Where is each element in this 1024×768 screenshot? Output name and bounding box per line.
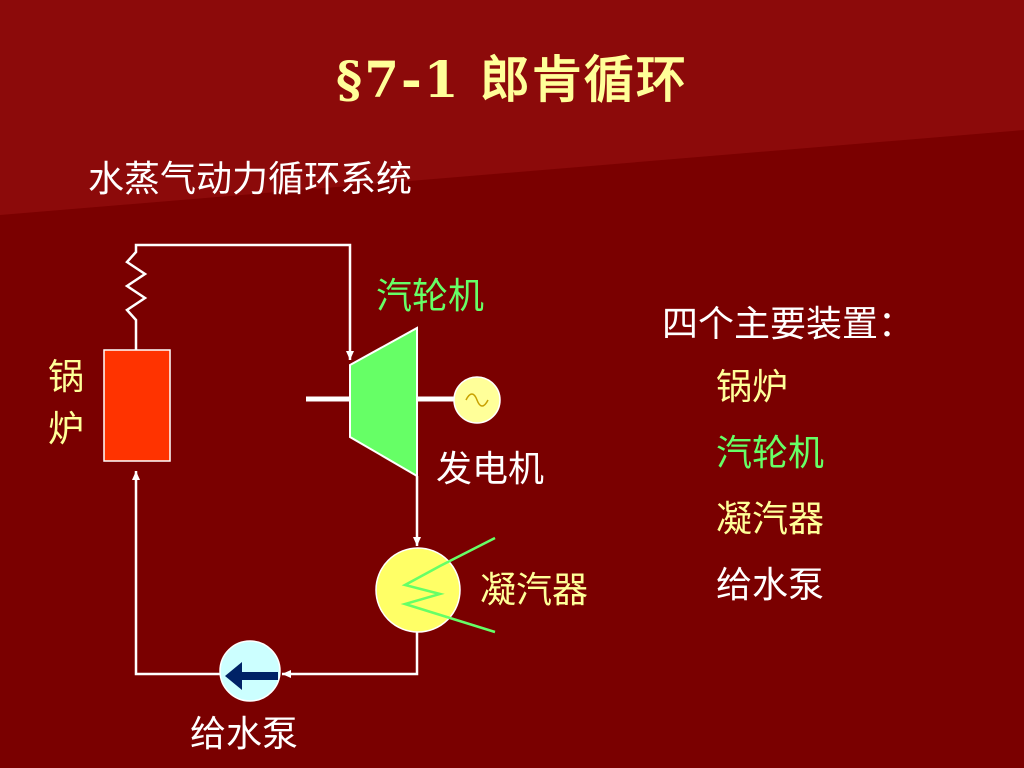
generator-symbol (465, 393, 489, 407)
turbine-shape (349, 326, 418, 478)
turbine-label: 汽轮机 (376, 276, 485, 317)
equipment-item-condenser: 凝汽器 (716, 499, 825, 540)
feedwater-pipe (132, 471, 220, 676)
equipment-item-boiler: 锅炉 (716, 367, 789, 408)
boiler-block (103, 349, 171, 462)
generator-label: 发电机 (436, 449, 545, 490)
boiler-label: 锅炉 (47, 357, 84, 450)
steam-pipe (124, 243, 354, 360)
condensate-pipe (282, 632, 419, 678)
equipment-heading: 四个主要装置： (662, 304, 915, 345)
background-highlight (0, 0, 1024, 215)
condenser-circle (375, 547, 461, 633)
condenser-coil (400, 536, 496, 634)
pump-label: 给水泵 (190, 714, 299, 755)
pump-arrow-icon (225, 662, 278, 690)
condenser-label: 凝汽器 (480, 570, 589, 611)
subtitle: 水蒸气动力循环系统 (88, 159, 413, 200)
equipment-item-pump: 给水泵 (716, 565, 825, 606)
page-title: §7-1 郎肯循环 (336, 50, 688, 109)
equipment-item-turbine: 汽轮机 (716, 433, 825, 474)
pump-circle (219, 640, 281, 702)
